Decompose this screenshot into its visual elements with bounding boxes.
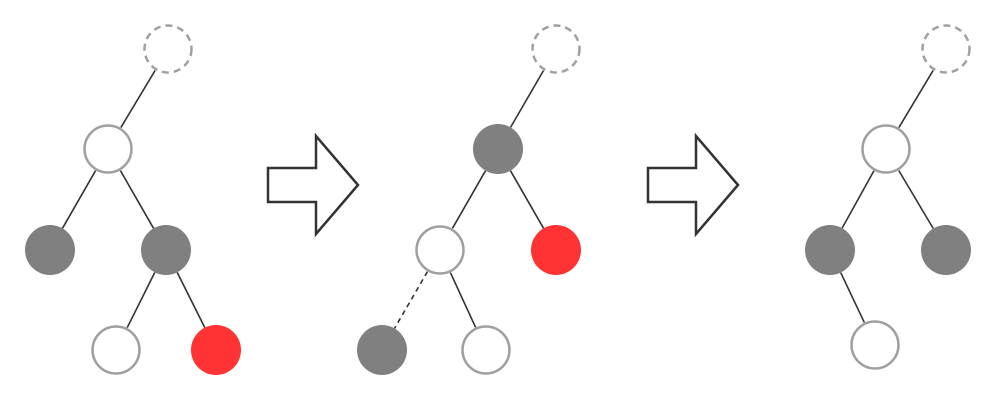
white-node — [461, 325, 511, 375]
gray-node — [921, 225, 971, 275]
right-arrow-icon — [646, 132, 740, 238]
gray-node — [473, 124, 523, 174]
gray-node — [25, 225, 75, 275]
dashed-edge — [393, 271, 429, 329]
tree-edge — [898, 170, 934, 229]
tree-panel-after — [805, 24, 971, 370]
tree-edge — [509, 170, 545, 229]
white-node — [850, 320, 900, 370]
tree-edge — [449, 272, 477, 328]
ghost-root-node — [921, 24, 971, 74]
gray-node — [805, 225, 855, 275]
tree-edge — [451, 170, 487, 229]
ghost-root-node — [531, 24, 581, 74]
tree-edge — [126, 272, 156, 328]
tree-edge — [120, 70, 156, 128]
tree-edge — [841, 170, 875, 229]
tree-edge — [176, 272, 206, 328]
gray-node — [357, 325, 407, 375]
red-node — [531, 225, 581, 275]
red-node — [191, 325, 241, 375]
tree-edge — [61, 170, 97, 229]
tree-edge — [898, 70, 934, 128]
gray-node — [141, 225, 191, 275]
tree-edge — [119, 170, 155, 229]
right-arrow-icon — [266, 132, 360, 238]
tree-panel-before — [25, 24, 241, 375]
right-arrow-shape — [266, 132, 360, 238]
right-arrow-shape — [646, 132, 740, 238]
white-node — [861, 124, 911, 174]
tree-edge — [509, 70, 545, 128]
white-node — [83, 124, 133, 174]
tree-edge — [839, 272, 866, 323]
tree-panel-rotated — [357, 24, 581, 375]
white-node — [415, 225, 465, 275]
white-node — [91, 325, 141, 375]
ghost-root-node — [143, 24, 193, 74]
